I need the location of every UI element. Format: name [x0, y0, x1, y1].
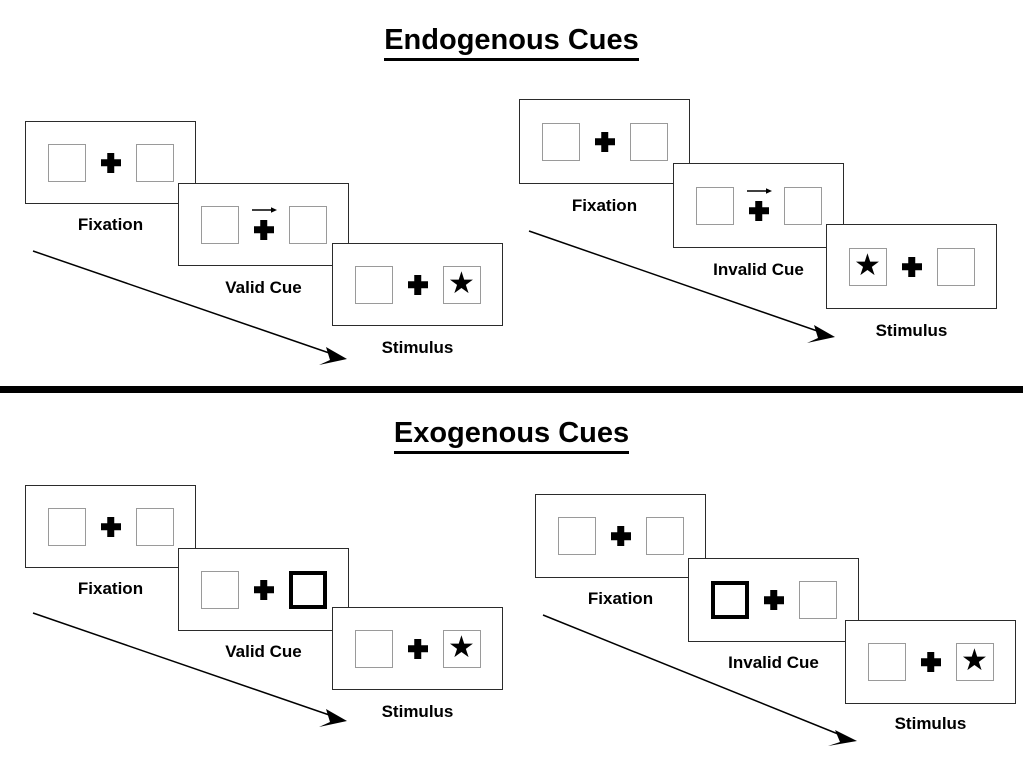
stimulus-box-left: ★ [200, 570, 239, 609]
stimulus-box-right: ★ [955, 643, 994, 681]
trial-frame-exogenous-valid-cue: ★ ★ [178, 548, 349, 631]
stage-label-exogenous-invalid-fixation: Fixation [587, 589, 654, 608]
section-title-endogenous-text: Endogenous Cues [384, 24, 639, 61]
stage-label-endogenous-valid-fixation: Fixation [77, 215, 144, 234]
stage-label-exogenous-invalid-stimulus: Stimulus [894, 714, 967, 733]
stage-label-endogenous-invalid-fixation: Fixation [571, 196, 638, 215]
fixation-cross-icon [763, 585, 785, 615]
stimulus-box-right: ★ [135, 143, 174, 182]
stage-label-exogenous-valid-fixation: Fixation [77, 579, 144, 598]
stimulus-box-right: ★ [798, 581, 837, 619]
trial-frame-exogenous-invalid-fixation: ★ ★ [535, 494, 706, 578]
trial-frame-exogenous-valid-stimulus: ★ ★ [332, 607, 503, 690]
trial-frame-exogenous-invalid-cue: ★ ★ [688, 558, 859, 642]
stage-label-endogenous-valid-cue: Valid Cue [225, 278, 302, 297]
stimulus-box-left: ★ [354, 629, 393, 668]
stage-label-exogenous-valid-stimulus: Stimulus [381, 702, 454, 721]
trial-frame-endogenous-valid-fixation: ★ ★ [25, 121, 196, 204]
stimulus-box-right: ★ [442, 629, 481, 668]
stimulus-box-right: ★ [288, 570, 327, 609]
section-title-endogenous: Endogenous Cues [0, 24, 1023, 61]
stage-label-exogenous-valid-cue: Valid Cue [225, 642, 302, 661]
stimulus-box-right: ★ [645, 517, 684, 555]
arrow-right-icon [746, 186, 772, 196]
trial-frame-exogenous-valid-fixation: ★ ★ [25, 485, 196, 568]
stimulus-box-left: ★ [867, 643, 906, 681]
stage-label-endogenous-invalid-cue: Invalid Cue [713, 260, 804, 279]
section-title-exogenous: Exogenous Cues [0, 417, 1023, 454]
fixation-cross-icon [100, 512, 122, 542]
fixation-cross-icon [920, 647, 942, 677]
stage-label-endogenous-invalid-stimulus: Stimulus [875, 321, 948, 340]
arrow-right-icon [251, 205, 277, 215]
stimulus-box-right: ★ [288, 205, 327, 244]
stimulus-box-right: ★ [783, 186, 822, 225]
fixation-cross-icon [251, 204, 277, 246]
section-divider [0, 386, 1023, 393]
star-icon: ★ [854, 248, 881, 282]
trial-frame-endogenous-valid-cue: ★ ★ [178, 183, 349, 266]
stimulus-box-right: ★ [442, 265, 481, 304]
stimulus-box-right: ★ [135, 507, 174, 546]
stimulus-box-left: ★ [695, 186, 734, 225]
trial-frame-exogenous-invalid-stimulus: ★ ★ [845, 620, 1016, 704]
stimulus-box-left: ★ [710, 581, 749, 619]
fixation-cross-icon [901, 252, 923, 282]
star-icon: ★ [961, 644, 988, 677]
star-icon: ★ [448, 630, 475, 664]
stage-label-endogenous-valid-stimulus: Stimulus [381, 338, 454, 357]
fixation-cross-icon [407, 270, 429, 300]
trial-frame-endogenous-invalid-stimulus: ★ ★ [826, 224, 997, 309]
section-title-exogenous-text: Exogenous Cues [393, 417, 630, 454]
stimulus-box-right: ★ [629, 122, 668, 161]
trial-frame-endogenous-invalid-fixation: ★ ★ [519, 99, 690, 184]
trial-frame-endogenous-invalid-cue: ★ ★ [673, 163, 844, 248]
stimulus-box-left: ★ [541, 122, 580, 161]
stimulus-box-left: ★ [354, 265, 393, 304]
stage-label-exogenous-invalid-cue: Invalid Cue [728, 653, 819, 672]
stimulus-box-left: ★ [848, 247, 887, 286]
fixation-cross-icon [100, 148, 122, 178]
trial-frame-endogenous-valid-stimulus: ★ ★ [332, 243, 503, 326]
fixation-cross-icon [407, 634, 429, 664]
stimulus-box-left: ★ [200, 205, 239, 244]
fixation-cross-icon [610, 521, 632, 551]
star-icon: ★ [448, 266, 475, 300]
fixation-cross-icon [253, 575, 275, 605]
fixation-cross-icon [746, 185, 772, 227]
fixation-cross-icon [594, 127, 616, 157]
stimulus-box-left: ★ [557, 517, 596, 555]
stimulus-box-left: ★ [47, 507, 86, 546]
stimulus-box-right: ★ [936, 247, 975, 286]
stimulus-box-left: ★ [47, 143, 86, 182]
